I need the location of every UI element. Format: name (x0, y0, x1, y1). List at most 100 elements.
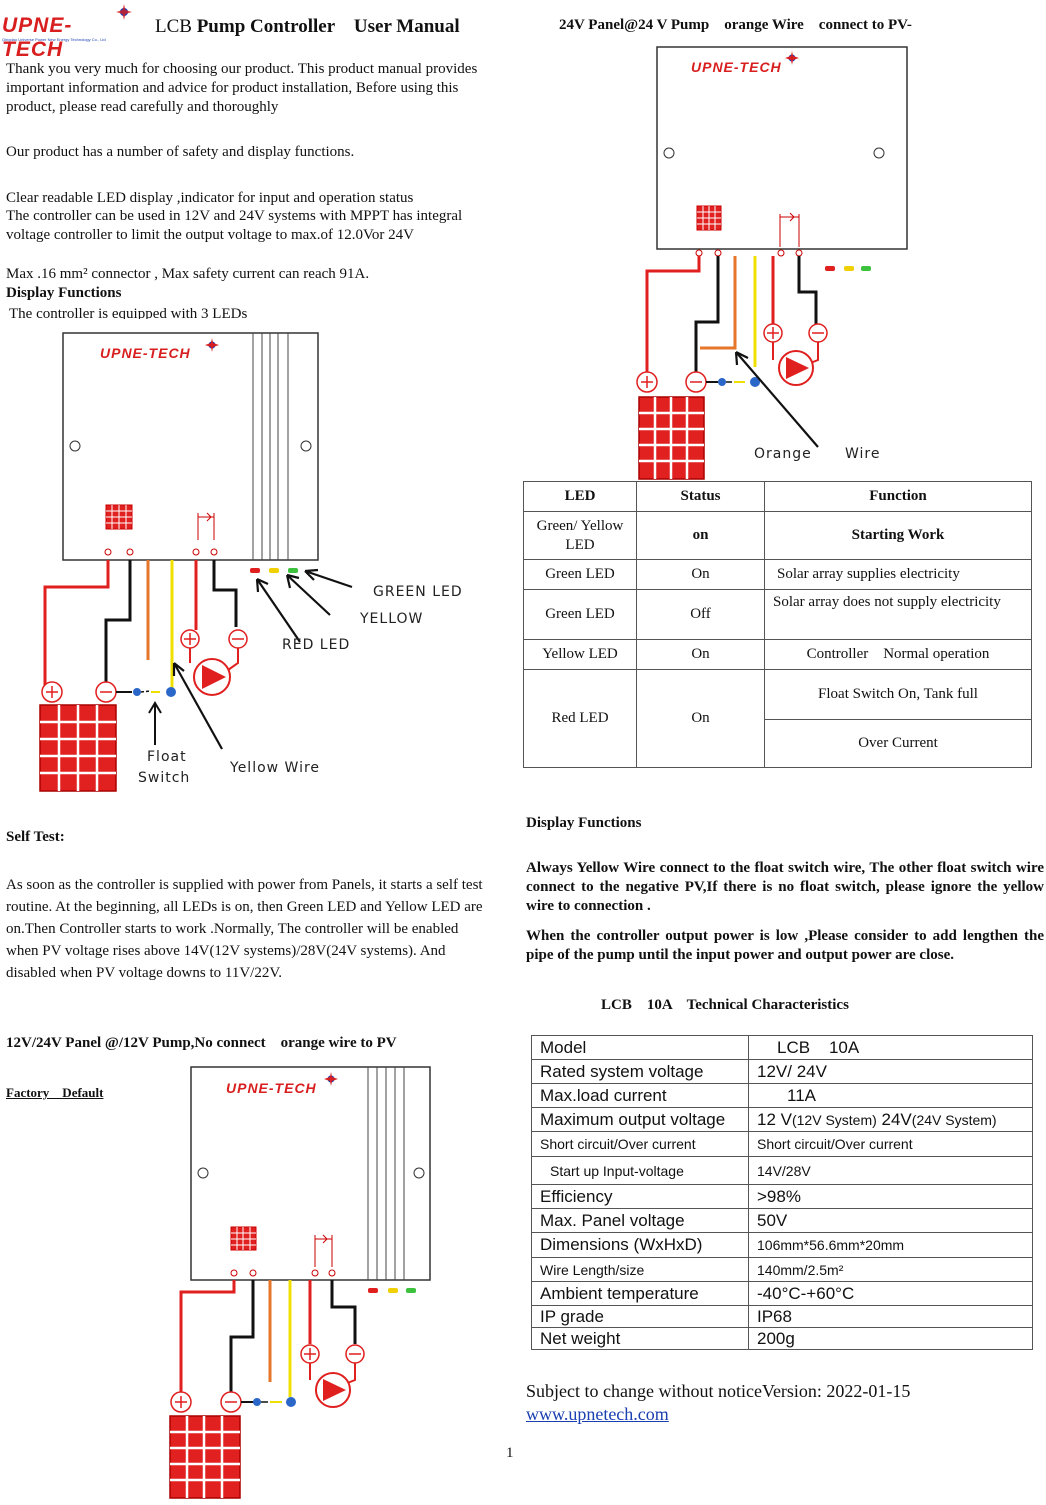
red-led-label: RED LED (282, 637, 351, 653)
intro-voltage-line: The controller can be used in 12V and 24… (6, 208, 463, 243)
solar-panel-icon-small (230, 1226, 257, 1251)
green-led-label: GREEN LED (373, 584, 463, 600)
yellow-wire-paragraph: Always Yellow Wire connect to the float … (526, 860, 1044, 914)
spec-value: -40°C-+60°C (748, 1281, 1033, 1306)
table-cell: Over Current (764, 719, 1032, 768)
table-cell: Starting Work (764, 511, 1032, 560)
intro-paragraph: Thank you very much for choosing our pro… (6, 61, 478, 115)
diagram-logo-text: UPNE-TECH (226, 1080, 317, 1096)
spec-key: Start up Input-voltage (531, 1156, 749, 1185)
spec-key: Max. Panel voltage (531, 1208, 749, 1233)
intro-led-line: Clear readable LED display ,indicator fo… (6, 190, 414, 206)
yellow-label: YELLOW (360, 611, 424, 627)
spec-key: Model (531, 1035, 749, 1060)
status-col-header: Status (636, 481, 765, 512)
intro-connector-line: Max .16 mm² connector , Max safety curre… (6, 266, 370, 282)
pump-icon-small (197, 512, 215, 540)
cut-off-text: The controller is equipped with 3 LEDs (9, 306, 248, 319)
controller-box (62, 332, 319, 573)
table-cell: on (636, 511, 765, 560)
logo-star-icon (324, 1072, 338, 1086)
title-subtitle: User Manual (353, 16, 460, 37)
spec-value: 11A (748, 1083, 1033, 1108)
table-cell: On (636, 559, 765, 590)
factory-default-label: Factory Default (6, 1085, 104, 1100)
logo-star-icon (205, 338, 219, 352)
pump-icon-small (779, 212, 800, 247)
spec-key: Rated system voltage (531, 1059, 749, 1084)
table-cell: Controller Normal operation (764, 639, 1032, 670)
led-col-header: LED (523, 481, 637, 512)
spec-value: IP68 (748, 1305, 1033, 1328)
spec-value-part: (12V System) (791, 1111, 877, 1128)
spec-value: 14V/28V (748, 1156, 1033, 1185)
cut-off-line: The controller is equipped with 3 LEDs (9, 305, 247, 319)
table-cell: Off (636, 589, 765, 640)
orange-label: Orange (754, 446, 812, 462)
page-number: 1 (506, 1445, 514, 1461)
self-test-heading: Self Test: (6, 829, 65, 845)
table-cell: Solar array does not supply electricity (764, 589, 1032, 640)
panel-connect-heading: 12V/24V Panel @/12V Pump,No connect oran… (6, 1035, 397, 1051)
title-main: Pump Controller (196, 16, 336, 37)
logo-tagline: Qingdao Universe Power New Energy Techno… (2, 37, 106, 42)
logo-text: UPNE-TECH (2, 14, 73, 61)
title-product: LCB (155, 16, 192, 37)
display-functions-heading: Display Functions (6, 285, 122, 301)
wiring-diagram-bottom: UPNE-TECH (150, 1062, 450, 1500)
solar-panel-icon (169, 1415, 241, 1499)
table-cell: Green LED (523, 559, 637, 590)
function-col-header: Function (764, 481, 1032, 512)
wire-label: Wire (845, 446, 881, 462)
yellow-wire-label: Yellow Wire (230, 760, 321, 776)
pump-icon (778, 350, 814, 386)
wiring-diagram-right: UPNE-TECH Orange Wire (600, 42, 1020, 482)
logo-star-icon (785, 51, 799, 65)
document-title: LCB Pump Controller User Manual (155, 16, 460, 38)
spec-key: Net weight (531, 1327, 749, 1350)
self-test-body: As soon as the controller is supplied wi… (6, 877, 483, 981)
spec-value-part: 24V (876, 1109, 912, 1129)
led-status-table: LED Status Function Green/ Yellow LED on… (523, 481, 1032, 768)
version-notice: Subject to change without noticeVersion:… (526, 1381, 911, 1401)
spec-value: LCB 10A (748, 1035, 1033, 1060)
pump-icon (315, 1372, 351, 1408)
diagram-logo-text: UPNE-TECH (100, 345, 191, 361)
wiring-diagram-left: UPNE-TECH GREEN LED YELLOW RED LED Float… (0, 325, 500, 800)
float-label: Float (147, 749, 187, 765)
table-cell: Green/ Yellow LED (523, 511, 637, 560)
spec-value-part: (24V System) (911, 1111, 997, 1128)
brand-logo: UPNE-TECH Qingdao Universe Power New Ene… (2, 4, 132, 61)
spec-key: Short circuit/Over current (531, 1131, 749, 1157)
pump-power-paragraph: When the controller output power is low … (526, 928, 1044, 963)
right-display-functions-heading: Display Functions (526, 815, 642, 831)
float-switch-arrow-icon (148, 701, 162, 745)
spec-key: Efficiency (531, 1184, 749, 1209)
spec-value-part: 12 V (757, 1109, 792, 1129)
spec-key: Max.load current (531, 1083, 749, 1108)
spec-value: >98% (748, 1184, 1033, 1209)
solar-panel-icon (638, 396, 705, 480)
table-cell: Yellow LED (523, 639, 637, 670)
table-cell: On (636, 639, 765, 670)
spec-key: IP grade (531, 1305, 749, 1328)
intro-safety-line: Our product has a number of safety and d… (6, 144, 355, 160)
diagram-logo-text: UPNE-TECH (691, 59, 782, 75)
switch-label: Switch (138, 770, 191, 786)
website-link[interactable]: www.upnetech.com (526, 1404, 669, 1424)
spec-value: 200g (748, 1327, 1033, 1350)
spec-value: 12V/ 24V (748, 1059, 1033, 1084)
table-cell: Float Switch On, Tank full (764, 669, 1032, 720)
spec-value: 12 V(12V System) 24V(24V System) (748, 1107, 1033, 1132)
solar-panel-icon-small (696, 205, 722, 231)
spec-key: Ambient temperature (531, 1281, 749, 1306)
tech-characteristics-heading: LCB 10A Technical Characteristics (601, 997, 849, 1013)
spec-value: Short circuit/Over current (748, 1131, 1033, 1157)
top-right-heading: 24V Panel@24 V Pump orange Wire connect … (559, 17, 912, 33)
spec-key: Dimensions (WxHxD) (531, 1232, 749, 1258)
solar-panel-icon-small (105, 504, 133, 530)
table-cell: On (636, 669, 765, 768)
spec-value: 106mm*56.6mm*20mm (748, 1232, 1033, 1258)
table-cell: Solar array supplies electricity (764, 559, 1032, 590)
